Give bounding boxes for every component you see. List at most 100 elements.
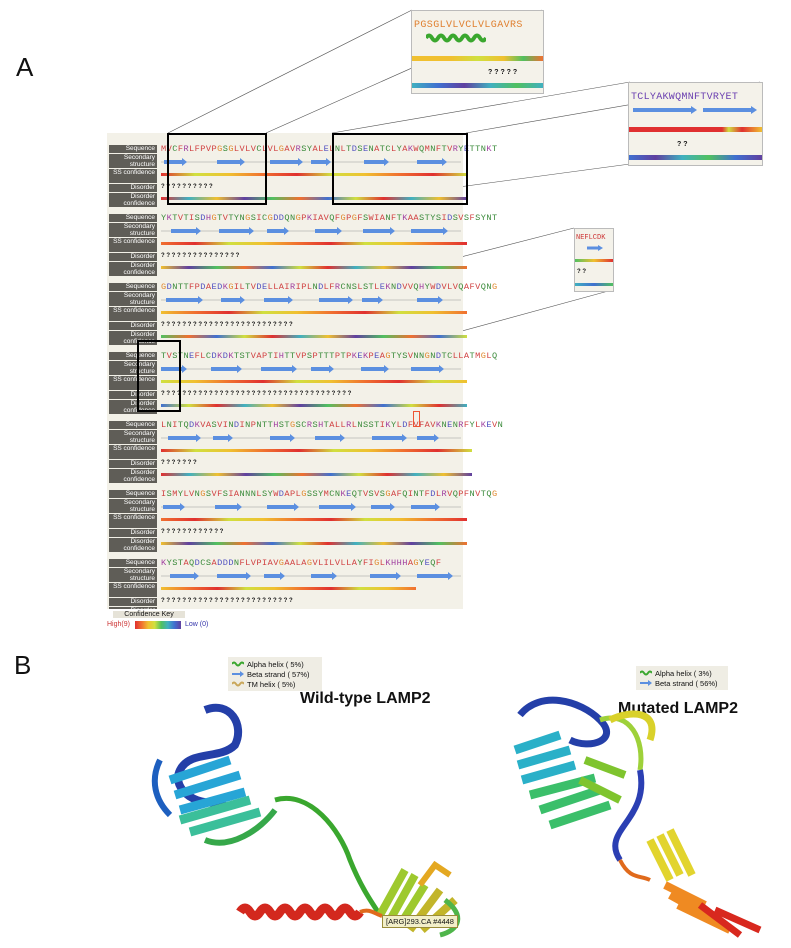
beta-strand-arrow	[264, 296, 293, 304]
row-label-disorder: Disorder	[109, 529, 157, 537]
confidence-key-title: Confidence Key	[113, 611, 185, 618]
sequence-text: TVSTNEFLCDKDKTSTVAPTIHTTVPSPTTTPTPKEKPEA…	[161, 351, 498, 361]
row-label-secondary: Secondary structure	[109, 499, 157, 513]
row-label-secondary: Secondary structure	[109, 154, 157, 168]
row-label-disorder: Disorder	[109, 598, 157, 606]
mutated-linker	[612, 769, 645, 862]
zoom-1-disorder: ? ? ? ? ?	[488, 69, 518, 76]
row-label-disorder: Disorder	[109, 253, 157, 261]
row-label-disorder-conf: Disorder confidence	[109, 262, 157, 276]
beta-strand-arrow	[170, 572, 199, 580]
wildtype-n-domain	[151, 703, 278, 846]
confidence-gradient	[135, 621, 181, 629]
ss-confidence-bar	[161, 449, 473, 452]
beta-strand-arrow	[315, 227, 342, 235]
beta-strand-arrow	[267, 503, 299, 511]
disorder-track: ? ? ? ? ? ? ? ? ? ? ? ? ? ? ? ? ? ? ? ? …	[161, 391, 352, 397]
highlight-box-1	[167, 133, 267, 205]
confidence-low-label: Low (0)	[185, 621, 209, 628]
secondary-structure-track	[161, 296, 461, 304]
beta-strand-arrow	[311, 158, 331, 166]
beta-strand-arrow	[163, 503, 185, 511]
disorder-confidence-bar	[161, 335, 467, 338]
beta-strand-arrow	[215, 503, 242, 511]
disorder-track: ? ? ? ? ? ? ? ? ? ? ? ? ? ? ? ? ? ? ? ? …	[161, 322, 293, 328]
legend-mut-alpha: Alpha helix ( 3%)	[655, 668, 712, 678]
zoom-2-ss-confidence	[629, 127, 762, 132]
mutated-structure	[513, 696, 762, 938]
zoom-3-strand	[587, 245, 603, 251]
legend-mut-beta: Beta strand ( 56%)	[655, 678, 718, 688]
panel-label-b: B	[14, 650, 32, 680]
tm-helix-icon	[232, 681, 244, 687]
zoom-2-disorder-confidence	[629, 155, 762, 160]
sequence-text: ISMYLVNGSVFSIANNNLSYWDAPLGSSYMCNKEQTVSVS…	[161, 489, 498, 499]
beta-strand-arrow	[211, 365, 242, 373]
beta-strand-arrow	[217, 158, 245, 166]
mutation-marker	[413, 411, 420, 427]
ss-confidence-bar	[161, 311, 467, 314]
beta-strand-icon	[640, 680, 652, 686]
sequence-text: LNITQDKVASVINDINPNTTHSTGSCRSHTALLRLNSSTI…	[161, 420, 504, 430]
disorder-track: ? ? ? ? ? ? ? ? ? ? ? ? ? ? ?	[161, 253, 240, 259]
row-label-disorder-conf: Disorder confidence	[109, 469, 157, 483]
beta-strand-arrow	[362, 296, 383, 304]
disorder-track: ? ? ? ? ? ? ?	[161, 460, 197, 466]
mutated-title: Mutated LAMP2	[618, 700, 738, 717]
legend-mutated: Alpha helix ( 3%) Beta strand ( 56%)	[636, 666, 728, 690]
row-label-sequence: Sequence	[109, 490, 157, 498]
zoom-1-disorder-confidence	[412, 83, 543, 88]
beta-strand-arrow	[311, 365, 334, 373]
row-label-disorder-conf: Disorder confidence	[109, 193, 157, 207]
residue-selection-label: [ARG]293.CA #4448	[382, 915, 458, 928]
zoom-1-ss-confidence	[412, 56, 543, 61]
row-label-ss-conf: SS confidence	[109, 169, 157, 183]
zoom-3-disorder: ? ?	[577, 269, 586, 275]
beta-strand-arrow	[417, 158, 447, 166]
zoom-3-sequence: NEFLCDK	[576, 234, 606, 242]
row-label-secondary: Secondary structure	[109, 568, 157, 582]
secondary-structure-track	[161, 572, 461, 580]
row-label-secondary: Secondary structure	[109, 223, 157, 237]
zoom-1-sequence: PGSGLVLVCLVLGAVRS	[414, 20, 523, 31]
beta-strand-arrow	[213, 434, 233, 442]
disorder-confidence-bar	[161, 473, 473, 476]
highlight-box-3	[137, 340, 181, 412]
beta-strand-arrow	[311, 572, 337, 580]
ss-confidence-bar	[161, 380, 467, 383]
row-label-ss-conf: SS confidence	[109, 583, 157, 597]
beta-strand-arrow	[261, 365, 297, 373]
panel-label-a: A	[16, 52, 34, 82]
beta-strand-arrow	[217, 572, 251, 580]
zoom-3-disorder-confidence	[575, 283, 613, 286]
ss-confidence-bar	[161, 587, 416, 590]
beta-strand-arrow	[417, 296, 443, 304]
zoom-1-helix	[426, 33, 486, 43]
secondary-structure-track	[161, 158, 461, 166]
beta-strand-arrow	[411, 503, 440, 511]
legend-wildtype: Alpha helix ( 5%) Beta strand ( 57%) TM …	[228, 657, 322, 691]
zoom-3-ss-confidence	[575, 259, 613, 262]
beta-strand-arrow	[372, 434, 407, 442]
row-label-disorder: Disorder	[109, 322, 157, 330]
confidence-high-label: High(9)	[107, 621, 130, 628]
mutated-yellow-loop	[608, 710, 656, 742]
ss-confidence-bar	[161, 173, 467, 176]
row-label-sequence: Sequence	[109, 214, 157, 222]
row-label-sequence: Sequence	[109, 283, 157, 291]
disorder-track: ? ? ? ? ? ? ? ? ? ? ? ?	[161, 529, 224, 535]
beta-strand-arrow	[364, 158, 389, 166]
row-label-ss-conf: SS confidence	[109, 445, 157, 459]
disorder-track: ? ? ? ? ? ? ? ? ? ?	[161, 184, 213, 190]
ss-confidence-bar	[161, 518, 467, 521]
beta-strand-arrow	[264, 572, 285, 580]
disorder-confidence-bar	[161, 542, 467, 545]
beta-strand-arrow	[411, 365, 444, 373]
mutated-c-domain	[646, 828, 762, 938]
beta-strand-arrow	[315, 434, 345, 442]
